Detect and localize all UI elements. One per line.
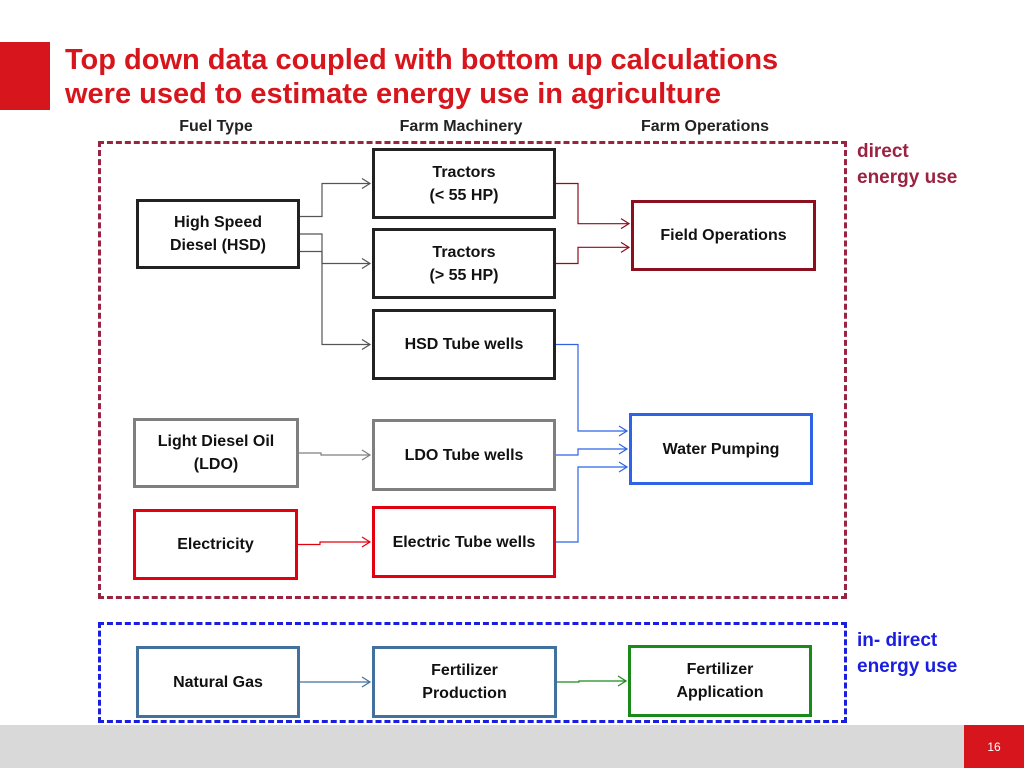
indirect-energy-label: in- direct energy use <box>857 628 957 680</box>
column-header-fuel-type: Fuel Type <box>179 118 253 135</box>
node-label-line-1: High Speed <box>173 214 262 231</box>
node-label-line-2: (LDO) <box>193 456 239 473</box>
node-fertilizer-production: Fertilizer Production <box>372 646 557 718</box>
node-tractors-over-55hp: Tractors (> 55 HP) <box>372 228 556 299</box>
node-label-line-2: (> 55 HP) <box>429 266 499 284</box>
node-label-line-1: Natural Gas <box>173 673 263 691</box>
indirect-energy-label-line-1: in- direct <box>857 630 938 651</box>
slide-title-line-2: were used to estimate energy use in agri… <box>65 78 721 110</box>
node-high-speed-diesel: High Speed Diesel (HSD) <box>136 199 300 269</box>
indirect-energy-label-line-2: energy use <box>857 656 958 677</box>
indirect-energy-group <box>98 622 847 723</box>
footer-bar <box>0 725 1024 768</box>
column-header-farm-machinery: Farm Machinery <box>399 118 523 135</box>
node-label-line-2: Production <box>422 685 507 702</box>
node-light-diesel-oil: Light Diesel Oil (LDO) <box>133 418 299 488</box>
node-label-line-2: Application <box>676 684 764 701</box>
node-label-line-1: Electric Tube wells <box>392 533 536 551</box>
node-water-pumping: Water Pumping <box>629 413 813 485</box>
slide-title-line-1: Top down data coupled with bottom up cal… <box>65 44 779 76</box>
direct-energy-label-line-2: energy use <box>857 167 958 188</box>
slide-title: Top down data coupled with bottom up cal… <box>65 43 995 111</box>
node-label-line-1: Electricity <box>177 536 254 553</box>
node-natural-gas: Natural Gas <box>136 646 300 718</box>
node-label-line-1: Tractors <box>432 163 496 181</box>
node-label-line-1: Field Operations <box>660 227 787 244</box>
node-electric-tube-wells: Electric Tube wells <box>372 506 556 578</box>
column-header-farm-operations: Farm Operations <box>640 118 770 135</box>
node-label-line-2: (< 55 HP) <box>429 186 499 204</box>
node-electricity: Electricity <box>133 509 298 580</box>
direct-energy-label: direct energy use <box>857 139 957 191</box>
node-label-line-1: Light Diesel Oil <box>157 433 275 450</box>
node-label-line-1: Water Pumping <box>662 440 780 458</box>
node-label-line-1: Fertilizer <box>431 662 498 679</box>
node-label-line-2: Diesel (HSD) <box>169 237 267 254</box>
node-fertilizer-application: Fertilizer Application <box>628 645 812 717</box>
node-label-line-1: HSD Tube wells <box>404 336 524 353</box>
node-tractors-under-55hp: Tractors (< 55 HP) <box>372 148 556 219</box>
node-label-line-1: Tractors <box>432 243 496 261</box>
node-hsd-tube-wells: HSD Tube wells <box>372 309 556 380</box>
node-field-operations: Field Operations <box>631 200 816 271</box>
node-ldo-tube-wells: LDO Tube wells <box>372 419 556 491</box>
node-label-line-1: Fertilizer <box>686 661 754 678</box>
direct-energy-label-line-1: direct <box>857 141 909 162</box>
direct-energy-group <box>98 141 847 599</box>
page-number: 16 <box>964 725 1024 768</box>
node-label-line-1: LDO Tube wells <box>404 446 524 464</box>
title-accent-block <box>0 42 50 110</box>
